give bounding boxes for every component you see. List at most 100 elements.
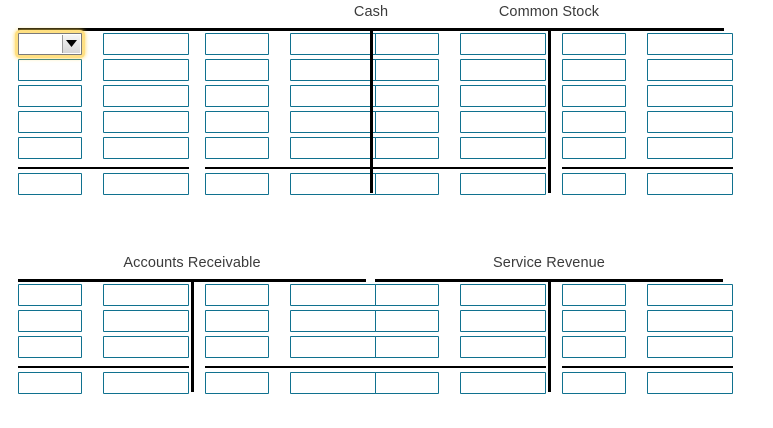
t-account-title-common-stock: Common Stock xyxy=(498,4,600,20)
account-date-input-cash-credit-3[interactable] xyxy=(205,111,269,133)
account-total-amount-input-common-stock-credit[interactable] xyxy=(647,173,733,195)
account-total-amount-input-accounts-receivable-credit[interactable] xyxy=(290,372,376,394)
account-total-date-input-service-revenue-debit[interactable] xyxy=(375,372,439,394)
account-amount-input-cash-debit-0[interactable] xyxy=(103,33,189,55)
account-total-amount-input-cash-debit[interactable] xyxy=(103,173,189,195)
account-date-input-common-stock-credit-4[interactable] xyxy=(562,137,626,159)
account-amount-input-common-stock-credit-4[interactable] xyxy=(647,137,733,159)
account-date-input-common-stock-debit-3[interactable] xyxy=(375,111,439,133)
total-divider-line xyxy=(375,167,546,169)
account-total-row xyxy=(205,171,376,197)
account-date-input-accounts-receivable-credit-0[interactable] xyxy=(205,284,269,306)
account-amount-input-cash-debit-4[interactable] xyxy=(103,137,189,159)
total-divider-line xyxy=(205,167,376,169)
account-date-input-service-revenue-credit-0[interactable] xyxy=(562,284,626,306)
account-amount-input-service-revenue-credit-1[interactable] xyxy=(647,310,733,332)
account-entry-row xyxy=(205,109,376,135)
account-amount-input-service-revenue-credit-0[interactable] xyxy=(647,284,733,306)
account-total-date-input-cash-debit[interactable] xyxy=(18,173,82,195)
account-date-input-cash-debit-2[interactable] xyxy=(18,85,82,107)
account-amount-input-accounts-receivable-debit-0[interactable] xyxy=(103,284,189,306)
account-date-input-common-stock-debit-1[interactable] xyxy=(375,59,439,81)
account-amount-input-accounts-receivable-debit-2[interactable] xyxy=(103,336,189,358)
account-date-input-cash-credit-4[interactable] xyxy=(205,137,269,159)
account-entry-row xyxy=(562,83,733,109)
account-amount-input-accounts-receivable-credit-1[interactable] xyxy=(290,310,376,332)
account-date-input-accounts-receivable-debit-1[interactable] xyxy=(18,310,82,332)
account-entry-row xyxy=(562,282,733,308)
account-amount-input-cash-credit-2[interactable] xyxy=(290,85,376,107)
account-amount-input-cash-credit-0[interactable] xyxy=(290,33,376,55)
account-total-amount-input-common-stock-debit[interactable] xyxy=(460,173,546,195)
account-total-amount-input-cash-credit[interactable] xyxy=(290,173,376,195)
account-total-date-input-service-revenue-credit[interactable] xyxy=(562,372,626,394)
account-amount-input-common-stock-debit-3[interactable] xyxy=(460,111,546,133)
chevron-down-icon[interactable] xyxy=(62,34,81,54)
account-amount-input-service-revenue-debit-0[interactable] xyxy=(460,284,546,306)
account-total-date-input-common-stock-credit[interactable] xyxy=(562,173,626,195)
account-amount-input-service-revenue-credit-2[interactable] xyxy=(647,336,733,358)
total-divider-line xyxy=(562,366,733,368)
account-total-date-input-accounts-receivable-credit[interactable] xyxy=(205,372,269,394)
account-date-input-cash-debit-3[interactable] xyxy=(18,111,82,133)
account-entry-row xyxy=(205,57,376,83)
account-date-input-accounts-receivable-debit-2[interactable] xyxy=(18,336,82,358)
account-date-input-cash-debit-4[interactable] xyxy=(18,137,82,159)
account-amount-input-service-revenue-debit-2[interactable] xyxy=(460,336,546,358)
account-total-date-input-accounts-receivable-debit[interactable] xyxy=(18,372,82,394)
account-date-input-service-revenue-credit-1[interactable] xyxy=(562,310,626,332)
account-date-input-common-stock-credit-1[interactable] xyxy=(562,59,626,81)
account-total-amount-input-accounts-receivable-debit[interactable] xyxy=(103,372,189,394)
t-account-title-accounts-receivable: Accounts Receivable xyxy=(123,255,261,271)
t-account-columns xyxy=(18,282,376,396)
account-date-input-accounts-receivable-debit-0[interactable] xyxy=(18,284,82,306)
account-date-input-common-stock-debit-0[interactable] xyxy=(375,33,439,55)
account-amount-input-cash-credit-1[interactable] xyxy=(290,59,376,81)
account-total-date-input-cash-credit[interactable] xyxy=(205,173,269,195)
account-date-input-cash-credit-0[interactable] xyxy=(205,33,269,55)
account-amount-input-common-stock-debit-0[interactable] xyxy=(460,33,546,55)
account-amount-input-common-stock-credit-3[interactable] xyxy=(647,111,733,133)
account-date-input-accounts-receivable-credit-1[interactable] xyxy=(205,310,269,332)
account-total-amount-input-service-revenue-debit[interactable] xyxy=(460,372,546,394)
account-amount-input-accounts-receivable-credit-0[interactable] xyxy=(290,284,376,306)
account-date-input-common-stock-credit-3[interactable] xyxy=(562,111,626,133)
account-amount-input-accounts-receivable-credit-2[interactable] xyxy=(290,336,376,358)
account-amount-input-cash-credit-4[interactable] xyxy=(290,137,376,159)
account-total-row xyxy=(375,370,546,396)
account-date-input-cash-credit-2[interactable] xyxy=(205,85,269,107)
account-date-input-common-stock-debit-4[interactable] xyxy=(375,137,439,159)
account-amount-input-cash-credit-3[interactable] xyxy=(290,111,376,133)
t-account-debit-side-cash xyxy=(18,31,197,197)
account-total-amount-input-service-revenue-credit[interactable] xyxy=(647,372,733,394)
account-date-input-service-revenue-debit-1[interactable] xyxy=(375,310,439,332)
account-date-input-common-stock-credit-0[interactable] xyxy=(562,33,626,55)
account-date-select-cash-debit-0[interactable] xyxy=(18,33,82,55)
account-amount-input-cash-debit-2[interactable] xyxy=(103,85,189,107)
account-entry-row xyxy=(205,334,376,360)
account-amount-input-cash-debit-1[interactable] xyxy=(103,59,189,81)
account-amount-input-common-stock-debit-2[interactable] xyxy=(460,85,546,107)
t-account-cash: Cash xyxy=(18,4,724,197)
account-amount-input-common-stock-credit-0[interactable] xyxy=(647,33,733,55)
t-account-title-service-revenue: Service Revenue xyxy=(493,255,605,271)
account-amount-input-service-revenue-debit-1[interactable] xyxy=(460,310,546,332)
account-amount-input-common-stock-debit-4[interactable] xyxy=(460,137,546,159)
account-amount-input-common-stock-credit-2[interactable] xyxy=(647,85,733,107)
account-amount-input-common-stock-credit-1[interactable] xyxy=(647,59,733,81)
account-date-input-cash-debit-1[interactable] xyxy=(18,59,82,81)
account-amount-input-common-stock-debit-1[interactable] xyxy=(460,59,546,81)
account-total-row xyxy=(562,171,733,197)
account-total-row xyxy=(18,370,189,396)
account-entry-row xyxy=(205,83,376,109)
account-date-input-service-revenue-debit-0[interactable] xyxy=(375,284,439,306)
account-date-input-accounts-receivable-credit-2[interactable] xyxy=(205,336,269,358)
account-total-date-input-common-stock-debit[interactable] xyxy=(375,173,439,195)
account-date-input-service-revenue-credit-2[interactable] xyxy=(562,336,626,358)
account-date-input-service-revenue-debit-2[interactable] xyxy=(375,336,439,358)
account-amount-input-cash-debit-3[interactable] xyxy=(103,111,189,133)
account-date-input-common-stock-debit-2[interactable] xyxy=(375,85,439,107)
account-date-input-cash-credit-1[interactable] xyxy=(205,59,269,81)
account-amount-input-accounts-receivable-debit-1[interactable] xyxy=(103,310,189,332)
account-date-input-common-stock-credit-2[interactable] xyxy=(562,85,626,107)
